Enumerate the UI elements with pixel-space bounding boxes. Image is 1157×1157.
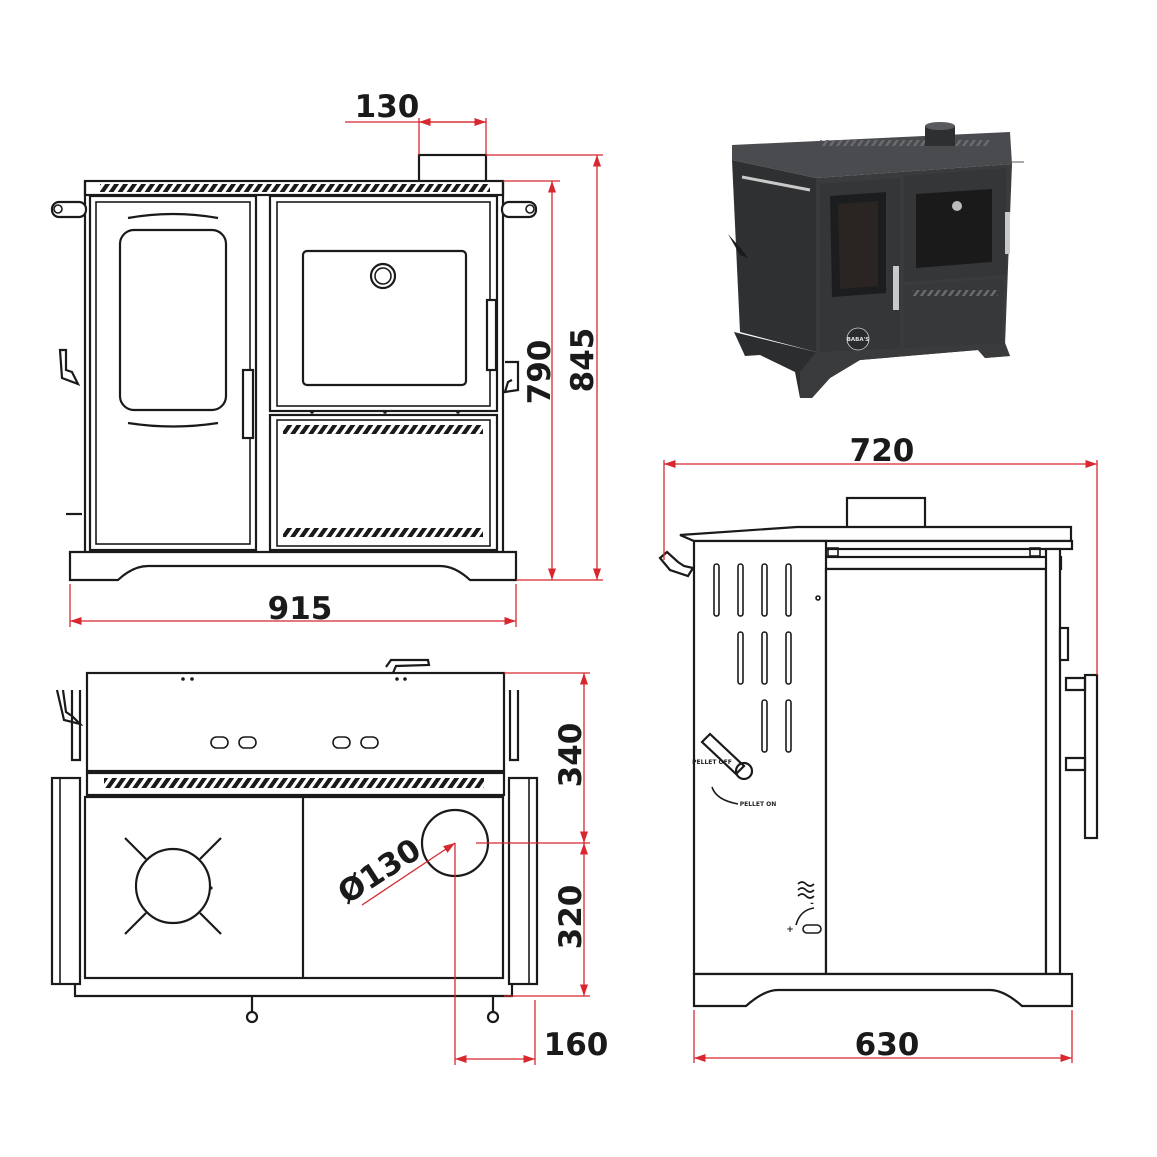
front-height-body-label: 790	[522, 340, 558, 405]
top-flue-offset-label: 160	[544, 1027, 609, 1063]
side-depth-label: 630	[855, 1027, 920, 1063]
top-depth-front-label: 320	[553, 885, 589, 950]
side-width-label: 720	[850, 433, 915, 469]
top-view	[50, 658, 539, 1024]
front-dimensions: 130 790 845 915	[69, 89, 603, 627]
pellet-on-label: PELLET ON	[740, 801, 777, 808]
stove-render: BABA'S	[728, 122, 1024, 398]
front-flue-offset-label: 130	[355, 89, 420, 125]
side-view: PELLET OFF PELLET ON + -	[658, 496, 1099, 1008]
front-width-label: 915	[268, 591, 333, 627]
vent-slots	[713, 563, 792, 753]
pellet-off-label: PELLET OFF	[692, 759, 732, 766]
render-logo-text: BABA'S	[847, 337, 870, 343]
side-dimensions: 720 630	[663, 433, 1098, 1063]
front-view	[50, 153, 538, 582]
top-depth-back-label: 340	[553, 723, 589, 788]
front-height-total-label: 845	[565, 328, 601, 393]
regulator-minus-label: -	[810, 899, 814, 909]
regulator-plus-label: +	[786, 925, 794, 935]
